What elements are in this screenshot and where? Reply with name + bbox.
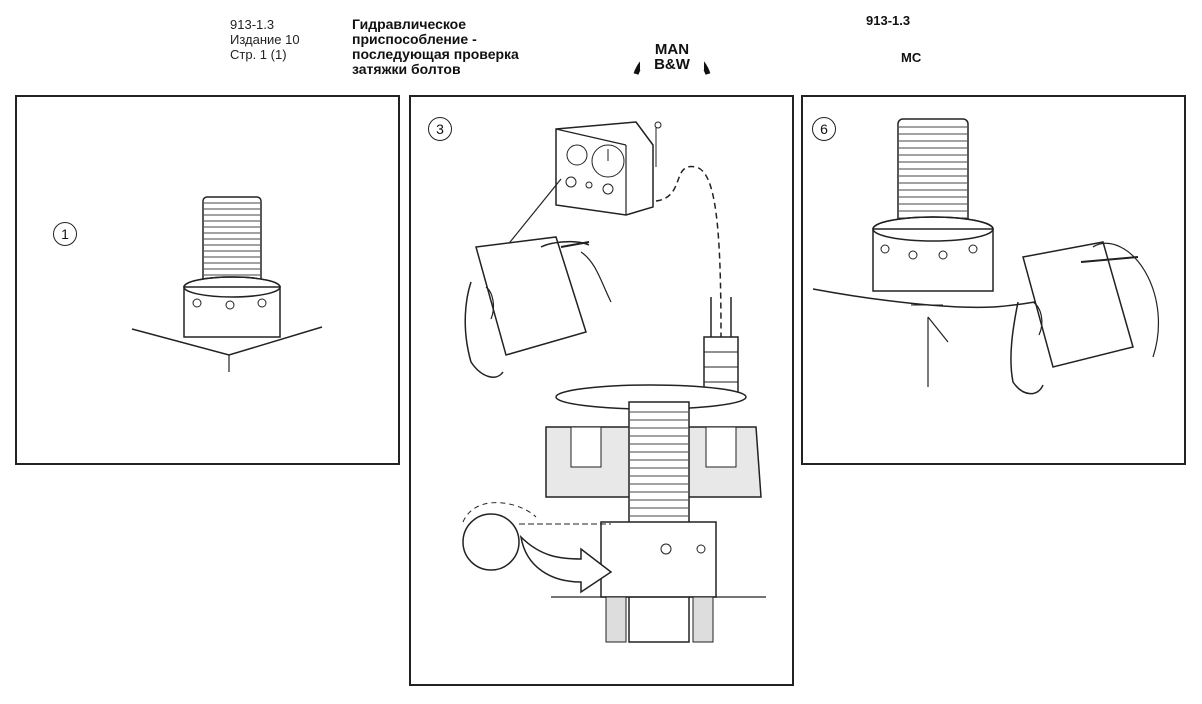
bolt-illustration <box>131 196 323 372</box>
doc-code-left: 913-1.3 <box>230 17 275 32</box>
step-number-1: 1 <box>53 222 77 246</box>
man-bw-logo: MAN B&W <box>633 40 711 75</box>
page-label: Стр. 1 (1) <box>230 47 287 62</box>
document-title: Гидравлическое приспособление - последую… <box>352 17 519 77</box>
hydraulic-tool-illustration <box>462 121 766 643</box>
title-line-1: Гидравлическое <box>352 16 467 32</box>
doc-code-right: 913-1.3 <box>866 13 911 28</box>
panel-step-3: 3 <box>409 95 794 686</box>
engine-series: MC <box>901 50 922 65</box>
document-meta: 913-1.3 Издание 10 Стр. 1 (1) <box>230 17 300 62</box>
step-number-6: 6 <box>812 117 836 141</box>
panel-step-1: 1 <box>15 95 400 465</box>
edition-label: Издание 10 <box>230 32 300 47</box>
title-line-3: последующая проверка <box>352 46 519 62</box>
title-line-4: затяжки болтов <box>352 61 461 77</box>
step-number-3: 3 <box>428 117 452 141</box>
title-line-2: приспособление - <box>352 31 477 47</box>
panel-step-6: 6 <box>801 95 1186 465</box>
gap-check-illustration <box>812 118 1160 395</box>
logo-text-top: MAN <box>655 41 689 58</box>
logo-text-bottom: B&W <box>654 56 691 73</box>
